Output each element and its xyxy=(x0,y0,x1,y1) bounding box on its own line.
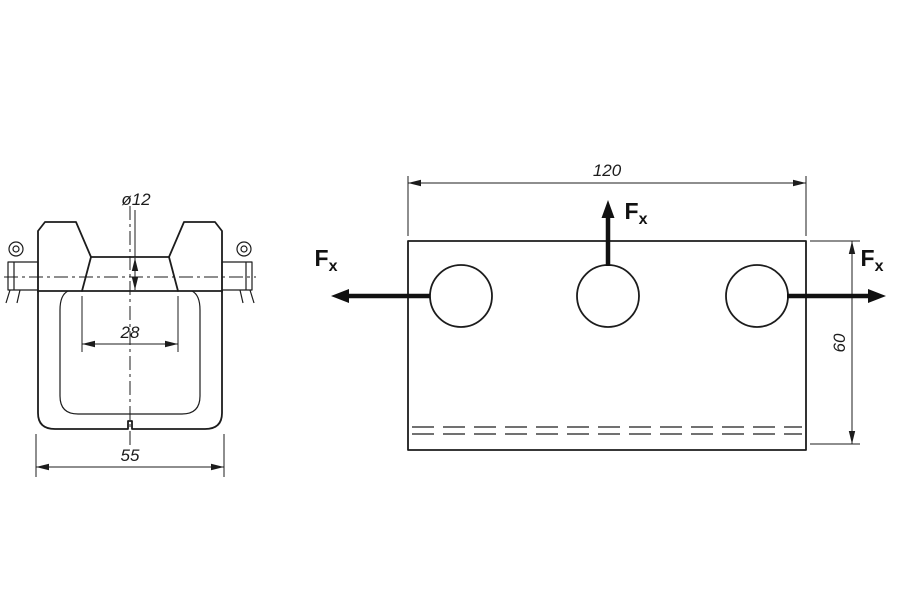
force-label-middle: Fx xyxy=(625,198,648,228)
right-clamp-ring xyxy=(236,241,252,257)
arrowhead xyxy=(82,340,95,348)
left-clamp-prong xyxy=(5,289,11,304)
hole-right xyxy=(725,264,789,328)
arrowhead xyxy=(848,241,856,254)
dim-55-label: 55 xyxy=(121,446,140,465)
left-clamp-prong xyxy=(16,289,21,304)
force-symbol: F xyxy=(625,198,639,224)
front-view: ø12 28 55 xyxy=(4,190,256,477)
body-outline xyxy=(37,290,223,430)
hole-left xyxy=(429,264,493,328)
left-ear-outline xyxy=(37,221,92,293)
groove-right-flank xyxy=(168,256,179,292)
arrowhead xyxy=(36,463,49,471)
dim-120-label: 120 xyxy=(593,161,622,180)
dim-60-label: 60 xyxy=(830,333,849,352)
right-clamp xyxy=(221,241,255,304)
dimension-diameter-12: ø12 xyxy=(121,190,151,290)
right-clamp-body xyxy=(221,261,253,291)
inner-cavity-outline xyxy=(59,290,201,415)
left-clamp xyxy=(5,241,39,304)
force-label-left: Fx xyxy=(315,245,338,275)
arrowhead xyxy=(793,179,806,187)
plan-view: 120 60 Fx Fx Fx xyxy=(315,161,886,451)
plate-outline xyxy=(407,240,807,451)
arrowhead xyxy=(165,340,178,348)
dimension-55: 55 xyxy=(35,434,225,477)
groove-left-flank xyxy=(81,256,92,292)
force-label-right: Fx xyxy=(861,245,884,275)
dimension-60: 60 xyxy=(810,240,860,445)
right-ear-outline xyxy=(168,221,223,293)
arrowhead xyxy=(211,463,224,471)
dimension-120: 120 xyxy=(407,161,807,236)
right-clamp-prong xyxy=(249,289,255,304)
hole-middle xyxy=(576,264,640,328)
right-clamp-ring-hole xyxy=(240,245,248,253)
force-arrows: Fx Fx Fx xyxy=(315,198,886,303)
force-arrowhead-left xyxy=(331,289,349,303)
force-subscript: x xyxy=(875,258,884,275)
arrowhead xyxy=(131,258,139,271)
force-symbol: F xyxy=(861,245,875,271)
left-clamp-ring-hole xyxy=(12,245,20,253)
left-clamp-ring xyxy=(8,241,24,257)
arrowhead xyxy=(848,431,856,444)
force-subscript: x xyxy=(639,211,648,228)
force-arrowhead-right xyxy=(868,289,886,303)
left-clamp-body xyxy=(7,261,39,291)
arrowhead xyxy=(131,277,139,290)
dim-diameter-label: ø12 xyxy=(121,190,151,209)
dim-28-label: 28 xyxy=(120,323,140,342)
force-symbol: F xyxy=(315,245,329,271)
right-clamp-prong xyxy=(239,289,244,304)
force-subscript: x xyxy=(329,258,338,275)
force-arrowhead-up xyxy=(601,200,615,218)
arrowhead xyxy=(408,179,421,187)
dimension-28: 28 xyxy=(81,296,179,352)
